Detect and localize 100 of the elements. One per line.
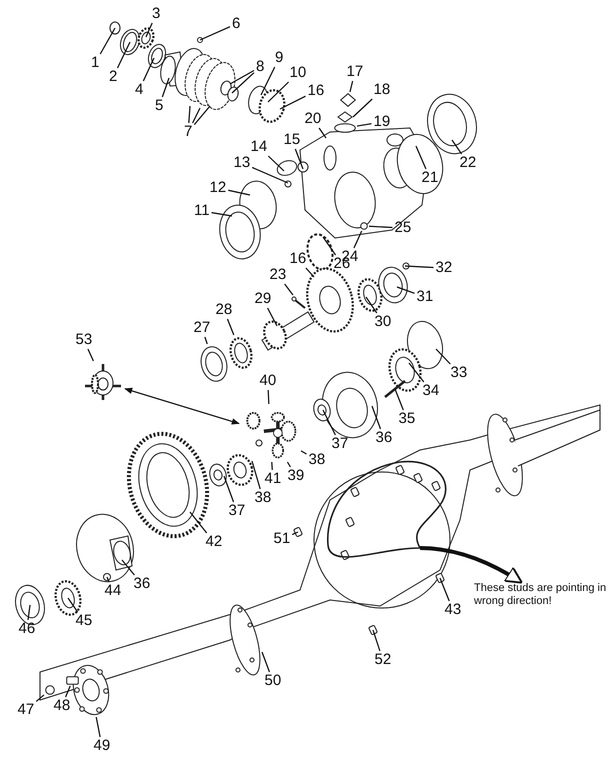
leader-line — [145, 22, 153, 38]
leader-line — [300, 450, 307, 455]
arrow — [420, 546, 523, 584]
leader-line — [188, 106, 191, 124]
leader-line — [192, 108, 201, 124]
callout-number: 17 — [346, 64, 364, 80]
leader-line — [305, 268, 314, 278]
leader-line — [356, 123, 372, 127]
leader-line — [96, 716, 101, 738]
callout-number: 53 — [74, 332, 94, 348]
leader-line — [116, 42, 131, 68]
leader-line — [415, 146, 426, 170]
callout-number: 40 — [258, 373, 278, 389]
callout-number: 42 — [204, 534, 224, 550]
callout-number: 27 — [192, 320, 212, 336]
stud-drawing — [66, 676, 79, 685]
leader-line — [394, 388, 404, 410]
callout-number: 50 — [264, 673, 282, 689]
leader-line — [122, 560, 135, 576]
leader-line — [68, 598, 78, 612]
callout-number: 6 — [231, 16, 242, 32]
leader-line — [368, 226, 393, 228]
arrow — [124, 388, 240, 424]
gasket-drawing — [337, 111, 353, 123]
callout-number: 34 — [422, 383, 440, 399]
leader-line — [36, 694, 44, 702]
leader-line — [284, 284, 294, 296]
nut-drawing — [45, 685, 55, 695]
callout-number: 32 — [434, 260, 454, 276]
callout-number: 16 — [288, 251, 308, 267]
leader-line — [439, 578, 450, 602]
leader-line — [162, 78, 170, 98]
leader-line — [396, 286, 415, 294]
leader-line — [106, 576, 110, 582]
callout-number: 41 — [264, 471, 282, 487]
leader-line — [404, 265, 434, 268]
plug-drawing — [360, 222, 368, 230]
callout-number: 46 — [18, 621, 36, 637]
leader-line — [27, 604, 31, 620]
leader-line — [211, 212, 232, 217]
callout-number: 29 — [254, 291, 272, 307]
callout-number: 38 — [308, 452, 326, 468]
leader-line — [372, 630, 380, 652]
callout-number: 14 — [250, 139, 268, 155]
callout-number: 23 — [268, 267, 288, 283]
callout-number: 4 — [134, 82, 144, 98]
bearing-drawing — [229, 336, 253, 370]
callout-number: 7 — [183, 124, 194, 140]
callout-number: 30 — [374, 314, 392, 330]
callout-number: 45 — [74, 613, 94, 629]
leader-line — [268, 82, 289, 102]
leader-line — [271, 462, 273, 470]
leader-line — [268, 390, 270, 404]
callout-number: 20 — [304, 111, 322, 127]
callout-number: 9 — [274, 50, 284, 66]
callout-number: 47 — [16, 702, 36, 718]
callout-number: 38 — [254, 490, 272, 506]
leader-line — [65, 686, 71, 698]
leader-line — [318, 128, 326, 138]
leader-line — [194, 106, 210, 126]
gasket-drawing — [340, 93, 356, 107]
leader-line — [232, 72, 254, 94]
callout-number: 15 — [282, 132, 302, 148]
leader-line — [223, 476, 234, 502]
leader-line — [100, 28, 116, 54]
callout-number: 28 — [214, 302, 234, 318]
callout-number: 25 — [394, 220, 412, 236]
callout-number: 3 — [151, 6, 162, 22]
leader-line — [142, 58, 155, 82]
callout-number: 37 — [228, 503, 246, 519]
leader-line — [261, 652, 270, 672]
leader-line — [322, 410, 336, 436]
callout-number: 18 — [372, 82, 392, 98]
callout-number: 49 — [92, 738, 112, 754]
note-text: These studs are pointing in wrong direction! — [474, 582, 608, 608]
leader-line — [230, 70, 254, 85]
leader-line — [200, 26, 230, 41]
leader-line — [366, 296, 378, 314]
callout-number: 13 — [232, 155, 252, 171]
leader-line — [371, 406, 382, 430]
callout-number: 8 — [255, 59, 266, 75]
leader-line — [190, 512, 208, 534]
hub-flange-drawing — [73, 664, 109, 716]
leader-line — [87, 348, 94, 362]
leader-line — [349, 80, 354, 92]
callout-number: 33 — [450, 365, 468, 381]
callout-number: 31 — [416, 289, 434, 305]
leader-line — [267, 308, 278, 326]
leader-line — [294, 148, 304, 170]
leader-line — [252, 166, 288, 184]
gasket-drawing — [334, 123, 356, 133]
leader-line — [228, 190, 250, 196]
leader-line — [260, 66, 276, 96]
leader-line — [268, 156, 284, 172]
callout-number: 52 — [374, 652, 392, 668]
leader-line — [352, 98, 373, 118]
callout-number: 1 — [90, 55, 100, 71]
callout-number: 48 — [52, 698, 72, 714]
callout-number: 22 — [458, 155, 478, 171]
bearing-race-drawing — [200, 345, 228, 383]
